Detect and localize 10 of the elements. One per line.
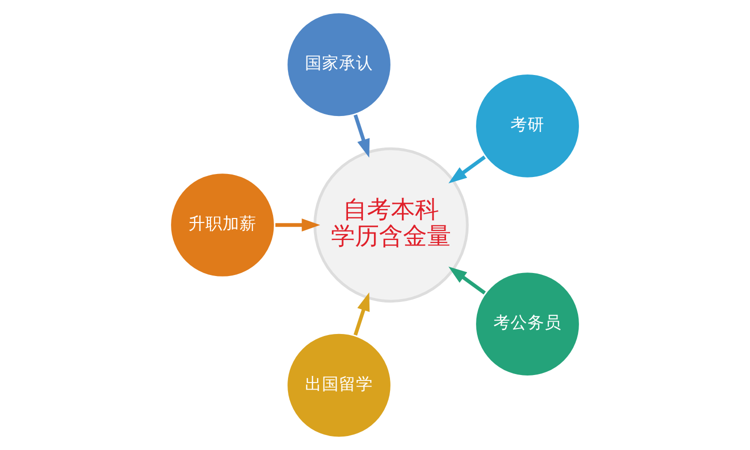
node-circle: 考公务员 <box>473 270 582 378</box>
arrow <box>354 114 370 158</box>
arrow <box>275 218 320 232</box>
node-circle: 升职加薪 <box>168 170 277 280</box>
arrow <box>448 155 486 184</box>
arrow <box>448 266 486 295</box>
node-circle: 出国留学 <box>284 331 394 440</box>
node-circle: 国家承认 <box>284 10 394 119</box>
node-circle: 考研 <box>473 72 582 180</box>
arrow <box>354 292 370 336</box>
